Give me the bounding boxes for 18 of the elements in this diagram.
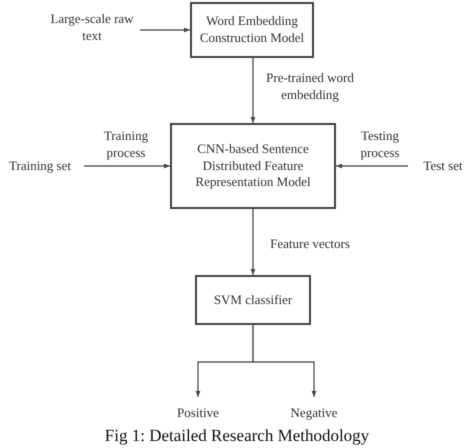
input-label: Training set bbox=[2, 156, 78, 176]
arrow bbox=[336, 164, 408, 168]
process-box bbox=[190, 2, 314, 58]
arrow bbox=[252, 325, 316, 397]
output-label: Positive bbox=[168, 403, 228, 423]
source-label: Large-scale raw text bbox=[50, 8, 134, 48]
process-box bbox=[170, 123, 336, 209]
output-label: Negative bbox=[282, 403, 346, 423]
box-label: SVM classifier bbox=[214, 292, 292, 308]
arrow bbox=[250, 209, 256, 275]
process-box bbox=[195, 275, 311, 325]
box-label: Word Embedding Construction Model bbox=[198, 13, 306, 47]
arrow bbox=[250, 58, 256, 123]
arrow bbox=[84, 164, 170, 168]
arrow bbox=[140, 28, 190, 32]
box-label: CNN-based Sentence Distributed Feature Representation Model bbox=[194, 140, 312, 192]
figure-caption: Fig 1: Detailed Research Methodology bbox=[104, 426, 370, 446]
input-label: Test set bbox=[414, 156, 472, 176]
